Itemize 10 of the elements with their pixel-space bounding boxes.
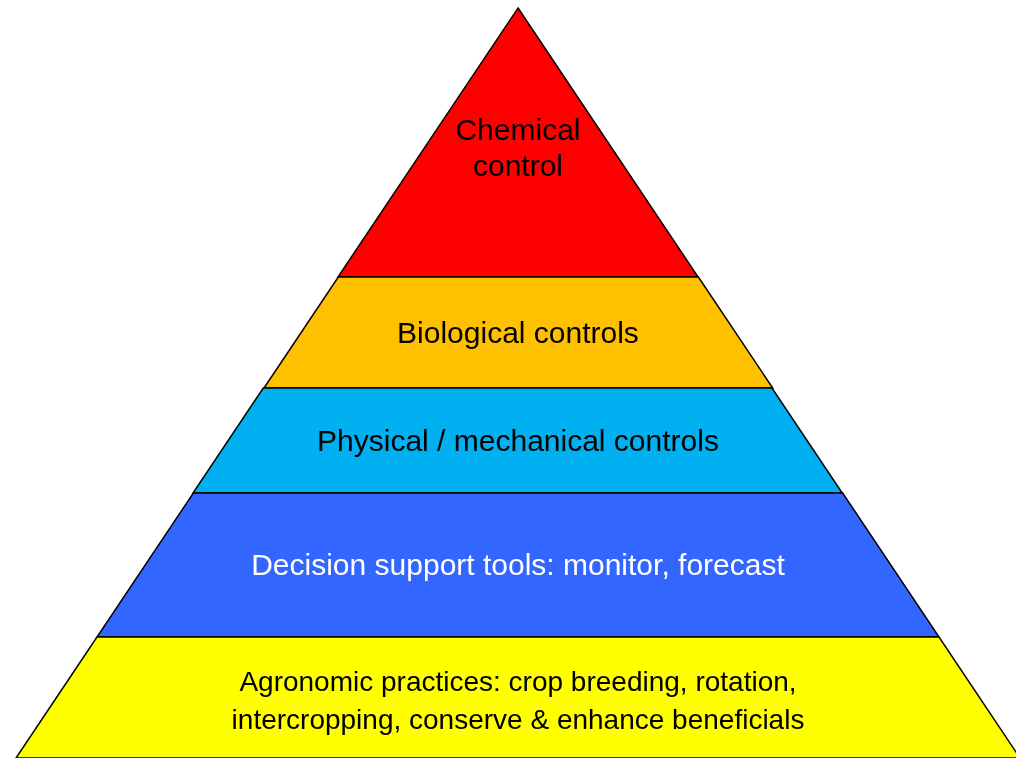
pyramid-tier: [263, 277, 773, 388]
pyramid-tier: [337, 8, 699, 277]
tier-label: Chemical control: [454, 112, 582, 184]
tier-label: Biological controls: [396, 314, 640, 351]
pyramid-tier: [193, 388, 843, 493]
tier-label: Agronomic practices: crop breeding, rotation, intercropping, conserve & enhance beneficials: [230, 665, 806, 737]
tier-label: Physical / mechanical controls: [316, 422, 720, 459]
pyramid-tier: [97, 493, 939, 637]
tier-label: Decision support tools: monitor, forecast: [250, 547, 786, 583]
pyramid-tier: [16, 637, 1016, 758]
